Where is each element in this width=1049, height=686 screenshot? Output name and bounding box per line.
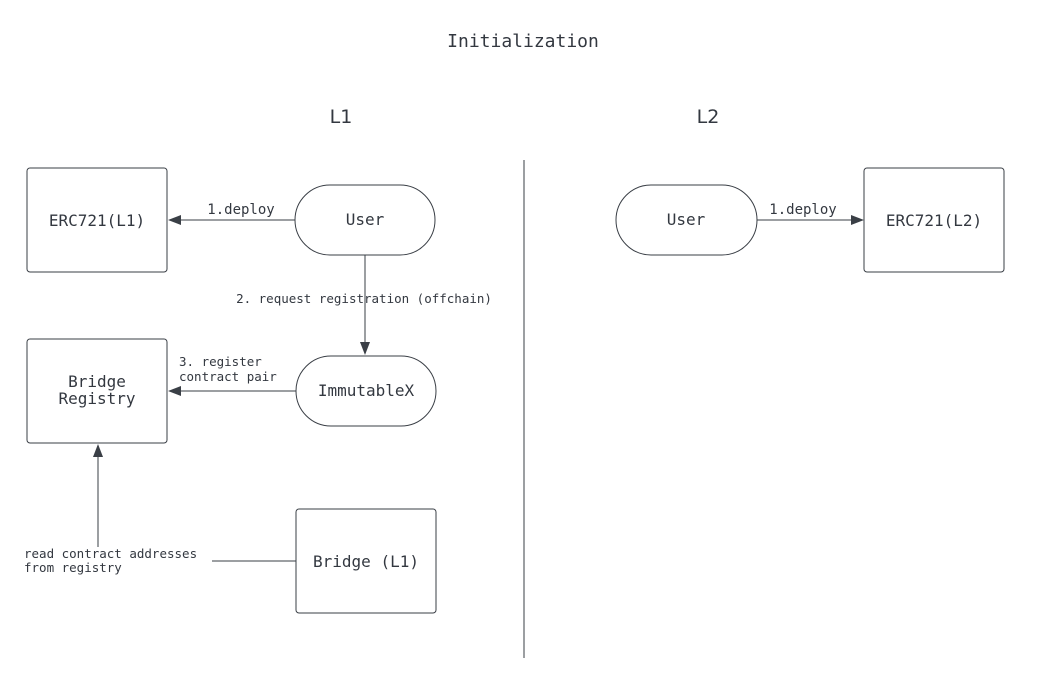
node-bridge-l1 (295, 508, 437, 614)
node-user-l1 (294, 184, 436, 256)
node-user-l2-label: User (667, 210, 706, 229)
node-user-l2 (615, 184, 758, 256)
arrowhead-register (168, 386, 181, 396)
edge-label-read-line2: from registry (24, 560, 122, 575)
arrowhead-deploy-l2 (851, 215, 864, 225)
node-immutablex-label: ImmutableX (318, 381, 415, 400)
arrowhead-request-registration (360, 342, 370, 355)
edge-label-deploy-l1: 1.deploy (207, 202, 274, 218)
node-bridge-registry (26, 338, 168, 444)
node-erc721-l1 (26, 167, 168, 273)
edge-label-register-line1: 3. register (179, 354, 262, 369)
edge-label-deploy-l2: 1.deploy (769, 202, 836, 218)
node-bridge-registry-label-line2: Registry (58, 389, 135, 408)
node-erc721-l1-label: ERC721(L1) (49, 211, 145, 230)
lane-label-l2: L2 (697, 106, 720, 128)
edge-label-read-line1: read contract addresses (24, 546, 197, 561)
node-erc721-l2 (863, 167, 1005, 273)
node-bridge-l1-label: Bridge (L1) (313, 552, 419, 571)
node-user-l1-label: User (346, 210, 385, 229)
node-bridge-registry-label-line1: Bridge (68, 372, 126, 391)
edge-label-register-line2: contract pair (179, 369, 277, 384)
node-immutablex (295, 355, 437, 427)
diagram-title: Initialization (447, 31, 599, 52)
arrowhead-read (93, 444, 103, 457)
node-erc721-l2-label: ERC721(L2) (886, 211, 982, 230)
arrowhead-deploy-l1 (168, 215, 181, 225)
edge-label-request-registration: 2. request registration (offchain) (236, 291, 492, 306)
lane-label-l1: L1 (330, 106, 353, 128)
